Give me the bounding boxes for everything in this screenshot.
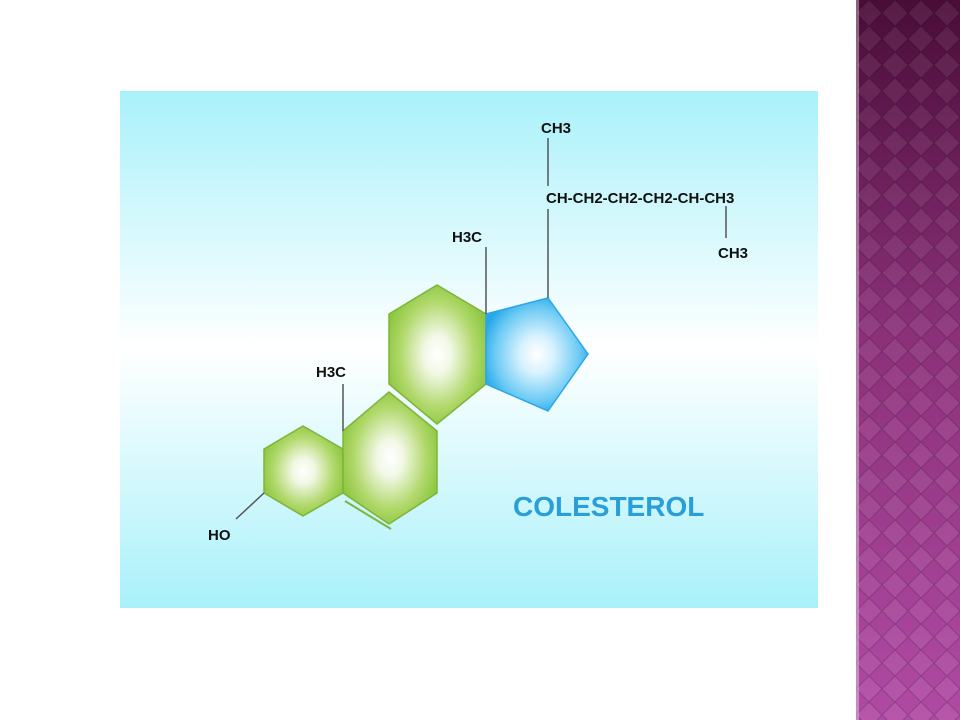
chain-top-methyl-label: CH3 xyxy=(541,120,571,137)
methyl-a-label: H3C xyxy=(316,364,346,381)
decorative-side-band xyxy=(856,0,960,720)
diamond-pattern-icon xyxy=(856,0,960,720)
methyl-c-label: H3C xyxy=(452,229,482,246)
ho-label: HO xyxy=(208,527,231,544)
cholesterol-figure: HO H3C H3C CH3 CH-CH2-CH2-CH2-CH-CH3 CH3… xyxy=(120,91,818,608)
diagram-title: COLESTEROL xyxy=(513,491,704,522)
double-bond-line xyxy=(344,500,392,530)
bond-ho xyxy=(235,492,265,520)
cholesterol-structure-diagram: HO H3C H3C CH3 CH-CH2-CH2-CH2-CH-CH3 CH3… xyxy=(120,91,818,608)
side-chain-label: CH-CH2-CH2-CH2-CH-CH3 xyxy=(546,190,734,207)
ring-b-hexagon xyxy=(342,391,438,525)
ring-d-pentagon xyxy=(485,297,589,412)
chain-bottom-methyl-label: CH3 xyxy=(718,245,748,262)
